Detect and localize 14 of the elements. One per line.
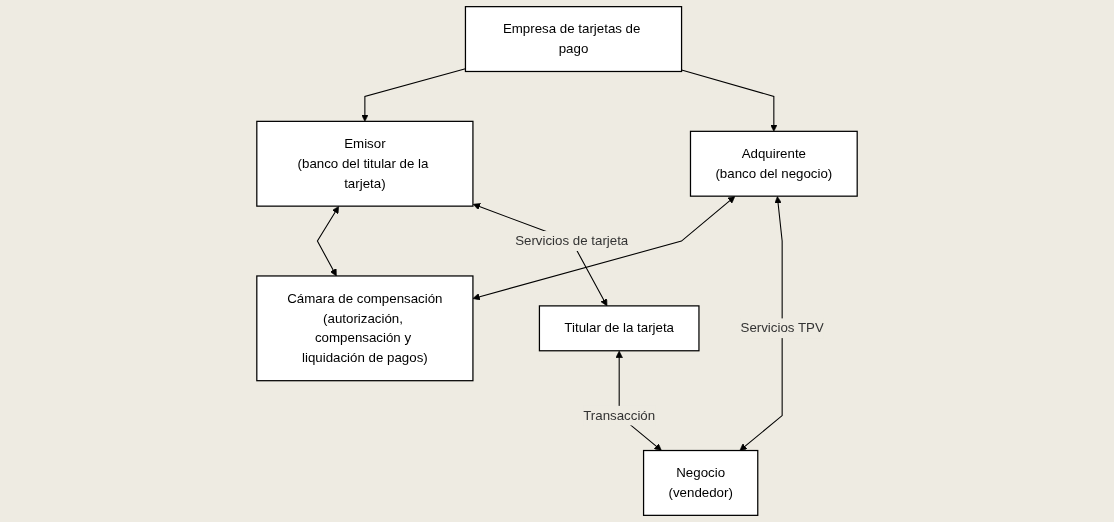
node-box: Negocio (vendedor) xyxy=(642,449,759,516)
arrow xyxy=(739,196,783,451)
edge-label: Servicios de tarjeta xyxy=(515,233,629,248)
arrow xyxy=(681,69,778,132)
arrow xyxy=(316,206,339,277)
node-box: Cámara de compensación (autorización, compensación y liquidación de pagos) xyxy=(256,275,474,382)
edge-label: Servicios TPV xyxy=(740,320,824,335)
node-box: Empresa de tarjetas de pago xyxy=(464,6,683,73)
edge-label: Transacción xyxy=(583,408,656,423)
node-box: Titular de la tarjeta xyxy=(538,305,700,352)
node-box: Emisor (banco del titular de la tarjeta) xyxy=(256,120,474,207)
arrow xyxy=(472,196,736,301)
node-box: Adquirente (banco del negocio) xyxy=(689,130,858,197)
arrow xyxy=(361,68,466,122)
